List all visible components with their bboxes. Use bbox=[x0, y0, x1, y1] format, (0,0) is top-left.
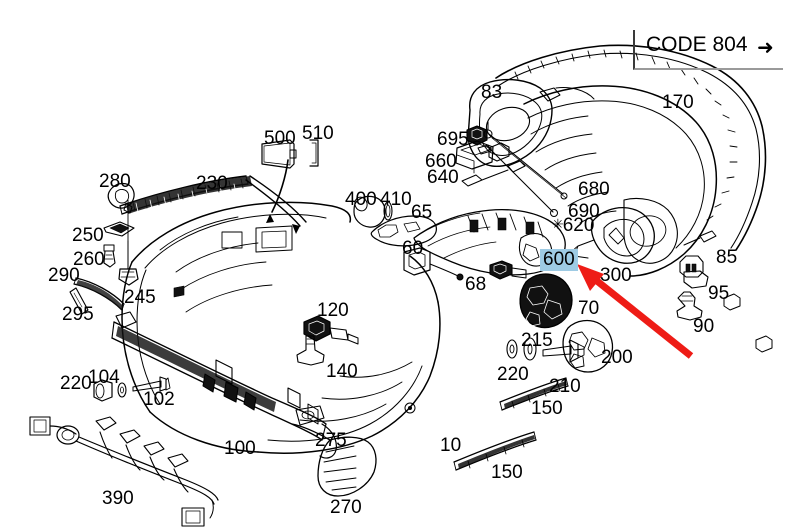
callout-10: 10 bbox=[440, 435, 462, 456]
callout-400: 400 bbox=[345, 189, 377, 210]
callout-215: 215 bbox=[521, 330, 553, 351]
callout-695: 695 bbox=[437, 129, 469, 150]
callout-68: 68 bbox=[465, 274, 487, 295]
callout-210: 210 bbox=[549, 376, 581, 397]
callout-200: 200 bbox=[601, 347, 633, 368]
callout-390: 390 bbox=[102, 488, 134, 509]
callout-500: 500 bbox=[264, 128, 296, 149]
callout-510: 510 bbox=[302, 123, 334, 144]
callout-620: ✳620 bbox=[552, 216, 594, 235]
callout-690: 690 bbox=[568, 201, 600, 222]
callout-label: 620 bbox=[562, 215, 595, 236]
callout-95: 95 bbox=[708, 283, 730, 304]
callout-230: 230 bbox=[196, 173, 228, 194]
callout-410: 410 bbox=[380, 189, 412, 210]
callout-83: 83 bbox=[481, 82, 503, 103]
callout-275: 275 bbox=[315, 430, 347, 451]
callout-220: 220 bbox=[60, 373, 92, 394]
callout-660: 660 bbox=[425, 151, 457, 172]
callout-260: 260 bbox=[73, 249, 105, 270]
callout-300: 300 bbox=[600, 265, 632, 286]
code-804-box: CODE 804 ➜ bbox=[633, 30, 783, 70]
callout-220: 220 bbox=[497, 364, 529, 385]
asterisk-icon: ✳ bbox=[552, 216, 564, 232]
callout-680: 680 bbox=[578, 179, 610, 200]
callout-102: 102 bbox=[143, 389, 175, 410]
callout-270: 270 bbox=[330, 497, 362, 518]
callout-140: 140 bbox=[326, 361, 358, 382]
callout-250: 250 bbox=[72, 225, 104, 246]
callout-170: 170 bbox=[662, 92, 694, 113]
callout-280: 280 bbox=[99, 171, 131, 192]
callout-65: 65 bbox=[411, 202, 433, 223]
callout-150: 150 bbox=[491, 462, 523, 483]
callout-70: 70 bbox=[578, 298, 600, 319]
highlighted-callout-600[interactable]: 600 bbox=[540, 249, 578, 271]
callout-60: 60 bbox=[402, 238, 424, 259]
code-arrow-icon: ➜ bbox=[757, 37, 774, 59]
callout-100: 100 bbox=[224, 438, 256, 459]
callout-640: 640 bbox=[427, 167, 459, 188]
callout-104: 104 bbox=[88, 367, 120, 388]
callout-245: 245 bbox=[124, 287, 156, 308]
callout-85: 85 bbox=[716, 247, 738, 268]
callout-90: 90 bbox=[693, 316, 715, 337]
code-804-label: CODE 804 bbox=[646, 33, 748, 56]
callout-120: 120 bbox=[317, 300, 349, 321]
callout-295: 295 bbox=[62, 304, 94, 325]
callout-290: 290 bbox=[48, 265, 80, 286]
callout-150: 150 bbox=[531, 398, 563, 419]
